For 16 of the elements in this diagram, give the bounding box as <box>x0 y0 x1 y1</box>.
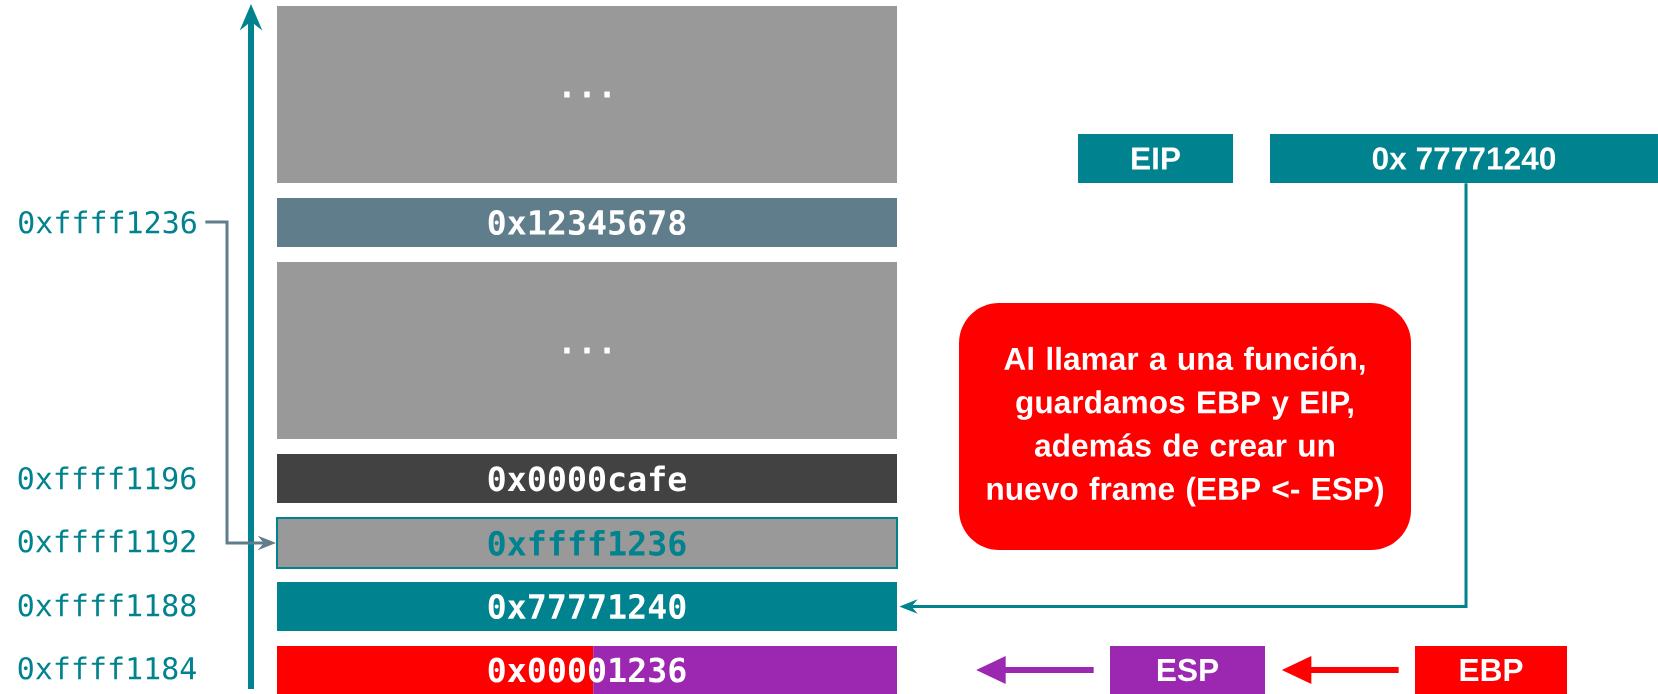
register-box: 0x 77771240 <box>1270 134 1658 183</box>
register-box: EIP <box>1078 134 1233 183</box>
address-label: 0xffff1184 <box>18 656 196 680</box>
memory-cell: 0x0000cafe <box>277 454 897 503</box>
memory-cell: 0x77771240 <box>277 582 897 631</box>
memory-cell: ... <box>277 262 897 439</box>
register-box: EBP <box>1415 646 1567 694</box>
address-label: 0xffff1188 <box>18 593 196 617</box>
memory-cell: 0xffff1236 <box>276 517 898 569</box>
address-label: 0xffff1196 <box>18 466 196 490</box>
memory-cell: 0x12345678 <box>277 198 897 247</box>
register-box: ESP <box>1110 646 1265 694</box>
address-label: 0xffff1192 <box>18 529 195 553</box>
memory-cell: ... <box>277 6 897 183</box>
address-label: 0xffff1236 <box>19 210 196 234</box>
callout-box: Al llamar a una función, guardamos EBP y EIP, además de crear un nuevo frame (EBP <- ESP) <box>959 303 1411 550</box>
